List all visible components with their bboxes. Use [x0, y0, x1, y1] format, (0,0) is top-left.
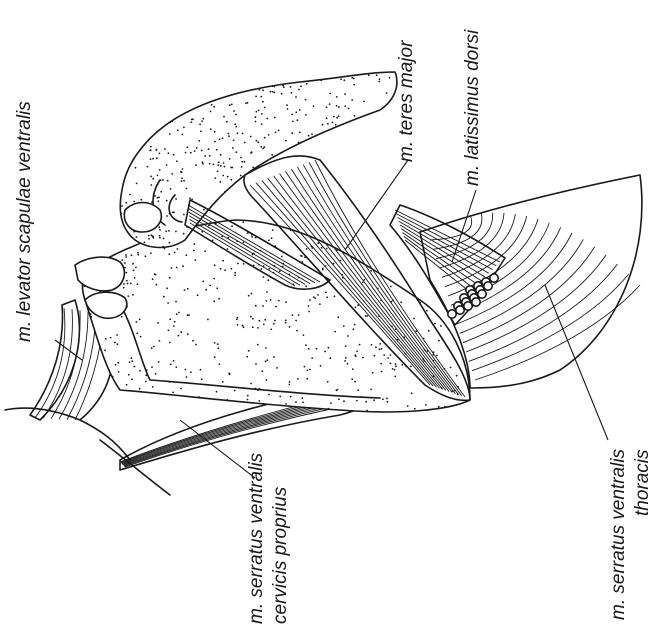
- label-serratus-thoracis-line2: thoracis: [632, 449, 653, 516]
- leader-latissimus: [452, 190, 476, 262]
- trunk-outline: [5, 408, 170, 495]
- label-serratus-cervicis-line1: m. serratus ventralis: [246, 452, 267, 624]
- label-serratus-cervicis-line2: cervicis proprius: [270, 486, 291, 624]
- label-levator-scapulae-ventralis: m. levator scapulae ventralis: [14, 101, 35, 342]
- label-latissimus-dorsi: m. latissimus dorsi: [462, 29, 483, 186]
- label-serratus-thoracis-line1: m. serratus ventralis: [608, 448, 629, 620]
- label-teres-major: m. teres major: [396, 40, 417, 162]
- leader-thoracis: [545, 285, 608, 440]
